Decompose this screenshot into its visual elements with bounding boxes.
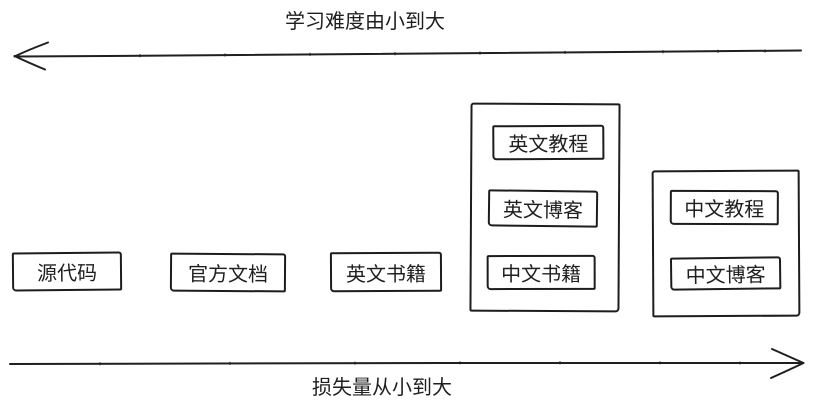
node-english-books: 英文书籍	[329, 251, 443, 293]
node-english-blogs-label: 英文博客	[502, 199, 584, 223]
node-chinese-books: 中文书籍	[486, 254, 596, 291]
node-official-docs: 官方文档	[169, 252, 287, 293]
node-english-books-label: 英文书籍	[345, 263, 427, 286]
node-english-tutorials: 英文教程	[492, 124, 605, 161]
loss-axis-label: 损失量从小到大	[312, 377, 452, 399]
loss-axis-arrow	[9, 348, 805, 379]
node-chinese-blogs-label: 中文博客	[685, 264, 766, 288]
difficulty-axis-label: 学习难度由小到大	[285, 11, 445, 33]
node-chinese-tutorials: 中文教程	[669, 189, 779, 226]
group-chinese-tutorials-blogs: 中文教程 中文博客	[651, 169, 801, 318]
node-chinese-blogs: 中文博客	[669, 256, 782, 291]
node-chinese-books-label: 中文书籍	[501, 263, 582, 287]
node-official-docs-label: 官方文档	[187, 263, 269, 287]
node-source-code: 源代码	[11, 251, 123, 292]
difficulty-axis-arrow	[13, 41, 802, 71]
node-english-blogs: 英文博客	[487, 189, 599, 228]
node-source-code-label: 源代码	[36, 262, 98, 286]
node-chinese-tutorials-label: 中文教程	[684, 198, 765, 222]
group-english-tutorials-blogs-chinese-books: 英文教程 英文博客 中文书籍	[469, 102, 621, 313]
node-english-tutorials-label: 英文教程	[508, 133, 589, 157]
